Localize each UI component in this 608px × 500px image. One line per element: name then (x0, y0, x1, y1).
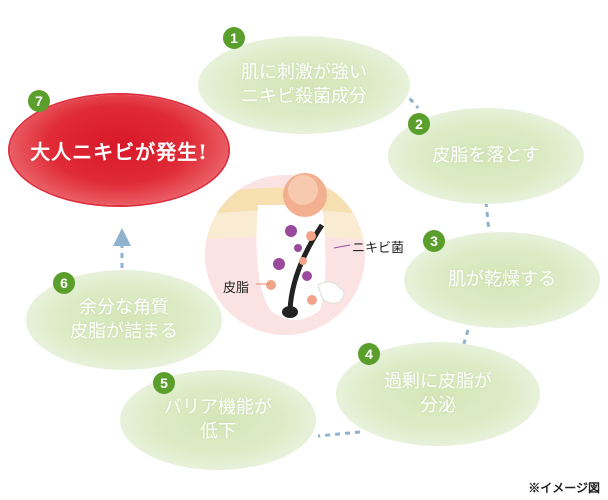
arrowhead-up-icon (113, 228, 131, 246)
step-1-line2: ニキビ殺菌成分 (241, 86, 367, 107)
step-1-line1: 肌に刺激が強い (241, 61, 367, 83)
step-5-badge: 5 (153, 372, 175, 394)
step-6-line2: 皮脂が詰まる (70, 321, 178, 342)
step-5-bubble: バリア機能が 低下 (120, 370, 316, 470)
step-6-bubble: 余分な角質 皮脂が詰まる (26, 270, 222, 370)
image-note: ※イメージ図 (528, 481, 600, 495)
bacteria-dots (273, 225, 312, 281)
connector-3-4 (460, 329, 470, 351)
hair-shaft (287, 223, 325, 311)
step-7-result-bubble: 大人ニキビが発生! (10, 95, 228, 205)
step-7-label: 大人ニキビが発生! (30, 139, 208, 164)
label-acne-bacteria: ニキビ菌 (352, 240, 405, 255)
step-6-badge: 6 (53, 272, 75, 294)
label-sebum: 皮脂 (223, 280, 250, 295)
step-5-line2: 低下 (200, 421, 236, 442)
step-2-badge: 2 (408, 113, 430, 135)
step-4-line2: 分泌 (420, 395, 456, 416)
connector-4-5 (317, 430, 361, 438)
step-4-line1: 過剰に皮脂が (384, 370, 492, 392)
sebum-dots (266, 231, 317, 305)
step-5-line1: バリア機能が (164, 396, 272, 418)
step-1-bubble: 肌に刺激が強い ニキビ殺菌成分 (198, 36, 410, 134)
step-7-badge: 7 (28, 90, 50, 112)
sparkle-cloud (317, 281, 345, 304)
step-2-line1: 皮脂を落とす (432, 144, 540, 166)
step-6-line1: 余分な角質 (79, 296, 169, 318)
step-3-line1: 肌が乾燥する (448, 268, 556, 290)
step-1-badge: 1 (223, 27, 245, 49)
hair-root (282, 306, 298, 318)
step-3-badge: 3 (423, 230, 445, 252)
step-4-badge: 4 (358, 343, 380, 365)
